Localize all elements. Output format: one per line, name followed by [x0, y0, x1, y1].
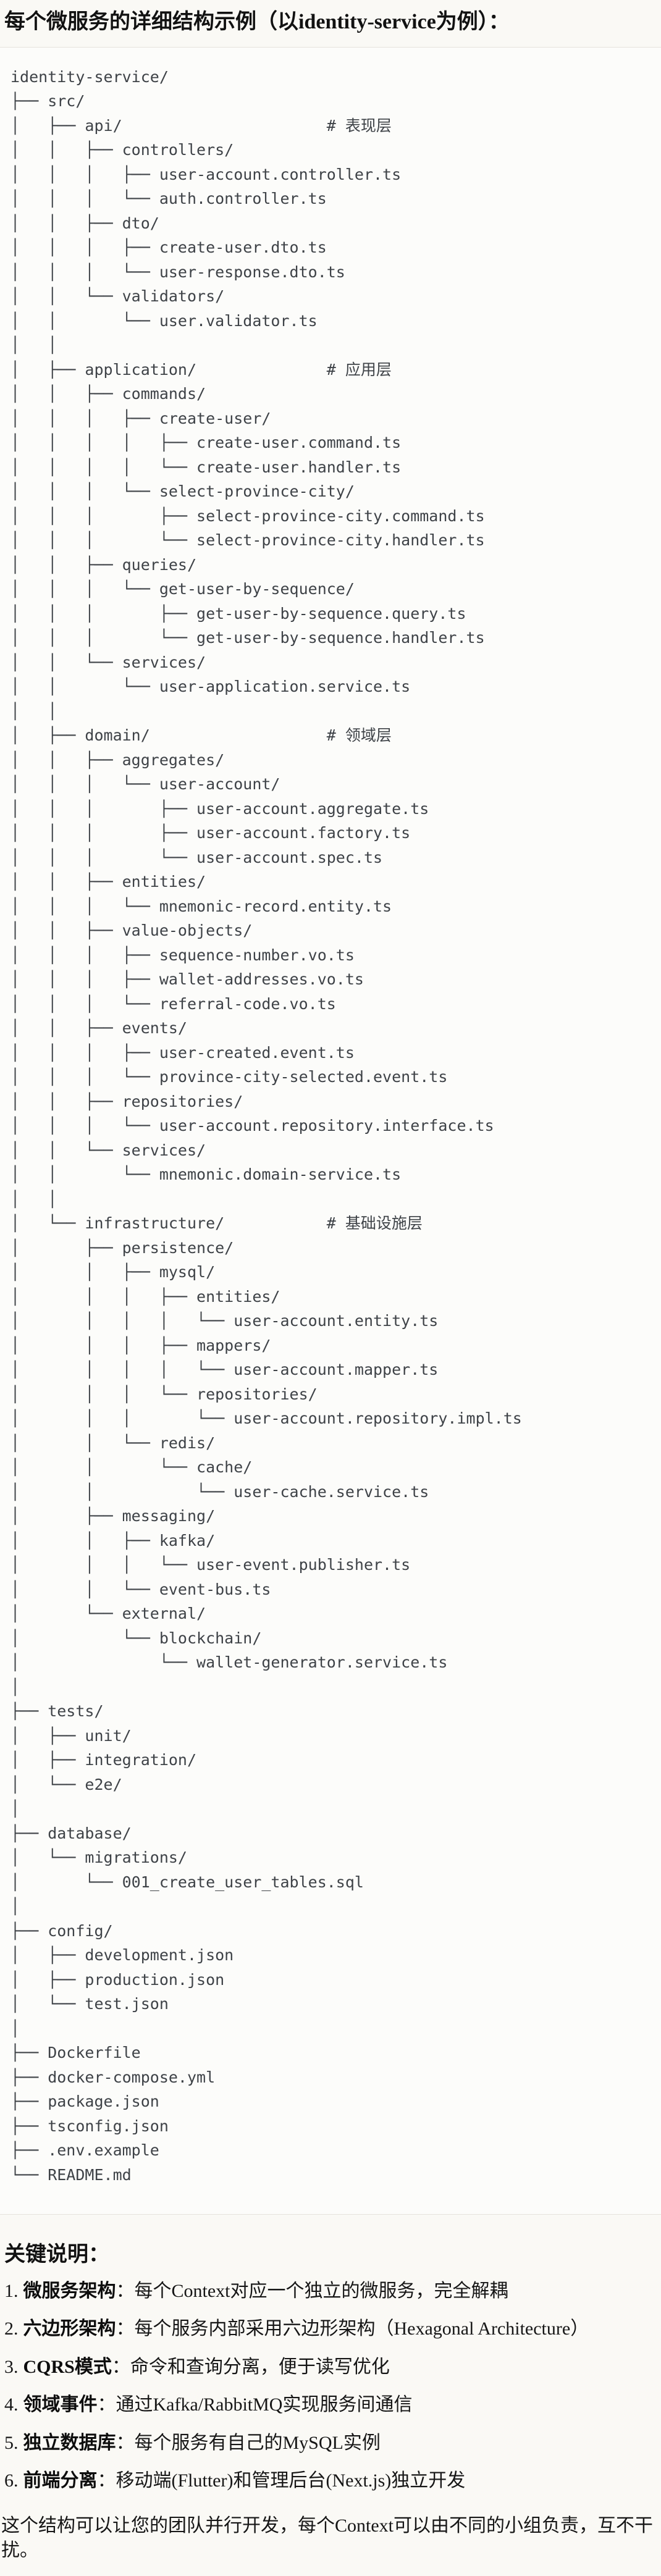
- note-item: 1.微服务架构：每个Context对应一个独立的微服务，完全解耦: [4, 2279, 656, 2304]
- notes-heading: 关键说明：: [4, 2243, 109, 2267]
- note-label: 前端分离: [23, 2470, 98, 2491]
- closing-note: 这个结构可以让您的团队并行开发，每个Context可以由不同的小组负责，互不干扰…: [1, 2515, 653, 2561]
- note-label: CQRS模式: [23, 2356, 112, 2377]
- note-number: 6.: [4, 2470, 19, 2491]
- note-item: 3.CQRS模式：命令和查询分离，便于读写优化: [4, 2355, 656, 2380]
- note-text: ：命令和查询分离，便于读写优化: [111, 2356, 390, 2377]
- note-item: 2.六边形架构：每个服务内部采用六边形架构（Hexagonal Architec…: [4, 2317, 656, 2342]
- note-item: 5.独立数据库：每个服务有自己的MySQL实例: [4, 2431, 656, 2456]
- note-label: 微服务架构: [23, 2280, 116, 2301]
- note-number: 3.: [4, 2356, 19, 2377]
- note-number: 2.: [4, 2318, 19, 2339]
- note-text: ：每个服务内部采用六边形架构（Hexagonal Architecture）: [116, 2318, 589, 2339]
- note-text: ：每个Context对应一个独立的微服务，完全解耦: [116, 2280, 508, 2301]
- note-label: 独立数据库: [23, 2432, 116, 2453]
- note-text: ：每个服务有自己的MySQL实例: [116, 2432, 381, 2453]
- note-text: ：通过Kafka/RabbitMQ实现服务间通信: [97, 2394, 413, 2415]
- note-item: 4.领域事件：通过Kafka/RabbitMQ实现服务间通信: [4, 2393, 656, 2418]
- note-number: 5.: [4, 2432, 19, 2453]
- note-text: ：移动端(Flutter)和管理后台(Next.js)独立开发: [97, 2470, 466, 2491]
- page-title: 每个微服务的详细结构示例（以identity-service为例）：: [4, 10, 510, 33]
- note-label: 领域事件: [23, 2394, 98, 2415]
- notes-list: 1.微服务架构：每个Context对应一个独立的微服务，完全解耦 2.六边形架构…: [0, 2279, 661, 2494]
- note-item: 6.前端分离：移动端(Flutter)和管理后台(Next.js)独立开发: [4, 2469, 656, 2494]
- file-tree-code-block: identity-service/ ├── src/ │ ├── api/ # …: [0, 46, 661, 2215]
- note-number: 1.: [4, 2280, 19, 2301]
- note-label: 六边形架构: [23, 2318, 116, 2339]
- note-number: 4.: [4, 2394, 19, 2415]
